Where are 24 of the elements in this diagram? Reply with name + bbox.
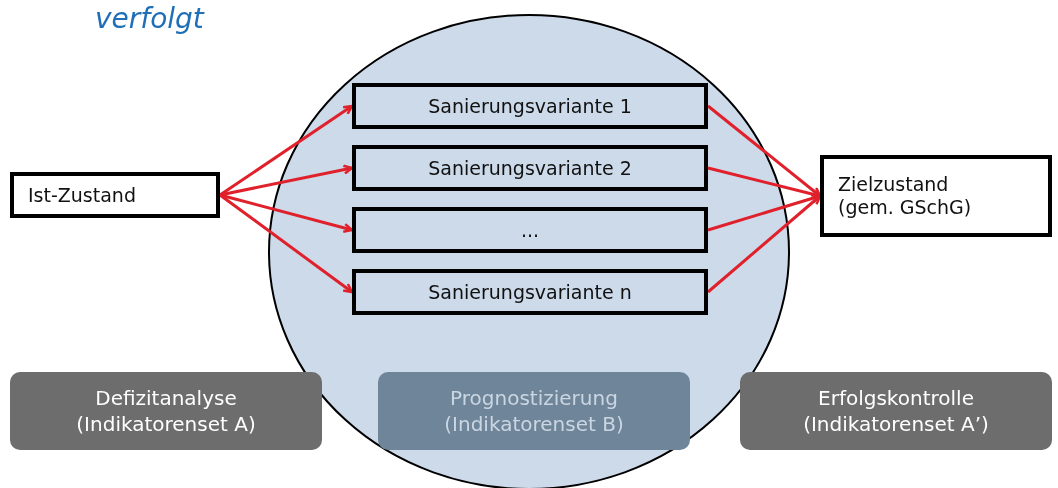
- phase-box: [10, 372, 322, 450]
- box-text: Ist-Zustand: [28, 183, 136, 207]
- process-box: [10, 172, 220, 218]
- phase-text: Defizitanalyse: [95, 385, 237, 411]
- arrow: [707, 194, 822, 294]
- phase-text: (Indikatorenset A): [76, 411, 256, 437]
- process-box: [352, 145, 708, 191]
- box-text: Sanierungsvariante 2: [428, 156, 632, 180]
- box-text: Sanierungsvariante 1: [428, 94, 632, 118]
- phase-box: [378, 372, 690, 450]
- arrow: [219, 193, 354, 294]
- phase-text: Prognostizierung: [450, 385, 618, 411]
- heading-text: verfolgt: [95, 2, 204, 35]
- process-box: [352, 269, 708, 315]
- box-text: Zielzustand (gem. GSchG): [838, 173, 973, 219]
- phase-text: (Indikatorenset A’): [803, 411, 989, 437]
- process-box: [352, 83, 708, 129]
- process-box: [820, 155, 1052, 237]
- box-text: Sanierungsvariante n: [428, 280, 632, 304]
- box-text: ...: [520, 218, 540, 242]
- phase-text: Erfolgskontrolle: [818, 385, 974, 411]
- phase-box: [740, 372, 1052, 450]
- phase-text: (Indikatorenset B): [444, 411, 624, 437]
- process-box: [352, 207, 708, 253]
